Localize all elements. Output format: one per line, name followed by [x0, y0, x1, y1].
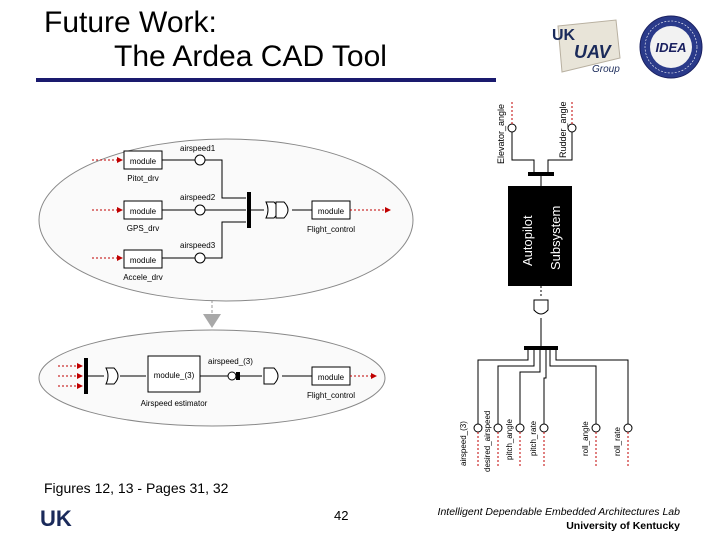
transform-arrow-icon	[203, 314, 221, 328]
input-airspeed-label: airspeed_(3)	[459, 421, 468, 466]
bottom-and-gate-icon	[263, 367, 279, 385]
estimator-label: module_(3)	[154, 371, 195, 380]
autopilot-title: Autopilot	[520, 215, 535, 266]
logo-idea-text: IDEA	[655, 40, 686, 55]
port-airspeed2-label: airspeed2	[180, 193, 216, 202]
title-underline	[36, 78, 496, 82]
port-roll-rate[interactable]	[623, 423, 633, 433]
footer-lab: Intelligent Dependable Embedded Architec…	[437, 506, 680, 518]
module-flight-control-top[interactable]: module Flight_control	[307, 200, 355, 234]
figure-caption: Figures 12, 13 - Pages 31, 32	[44, 480, 229, 496]
input-pitch-angle-label: pitch_angle	[505, 419, 514, 460]
top-bus-bar	[247, 192, 251, 228]
port-roll-angle[interactable]	[591, 423, 601, 433]
module-pitot-label: module	[130, 157, 157, 166]
module-accele-name: Accele_drv	[123, 273, 163, 282]
flight-control-bottom-label: module	[318, 373, 345, 382]
port-airspeed3[interactable]	[194, 252, 206, 264]
footer-credits: Intelligent Dependable Embedded Architec…	[438, 505, 680, 533]
output-elevator-label: Elevator_angle	[496, 104, 506, 164]
autopilot-input-gate-icon	[533, 299, 549, 315]
logo-uav-text: UAV	[574, 42, 613, 62]
title-line-1: Future Work:	[44, 6, 217, 39]
port-airspeed3-label: airspeed3	[180, 241, 216, 250]
port-airspeed-3[interactable]	[227, 371, 237, 381]
module-airspeed-estimator[interactable]: module_(3) Airspeed estimator	[141, 355, 208, 408]
footer-uk-text: UK	[40, 506, 72, 530]
estimator-name: Airspeed estimator	[141, 399, 208, 408]
module-gps-name: GPS_drv	[127, 224, 159, 233]
port-elevator-angle[interactable]	[507, 123, 517, 133]
idea-lab-logo: IDEA	[639, 15, 703, 79]
module-accele[interactable]: module Accele_drv airspeed3	[92, 241, 216, 282]
flight-control-top-label: module	[318, 207, 345, 216]
output-rudder-label: Rudder_angle	[558, 101, 568, 158]
port-pitch-rate[interactable]	[539, 423, 549, 433]
port-rudder-angle[interactable]	[567, 123, 577, 133]
top-diagram-ellipse	[38, 138, 414, 302]
title-line-2: The Ardea CAD Tool	[114, 40, 387, 73]
input-pitch-rate-label: pitch_rate	[529, 420, 538, 456]
port-desired-airspeed[interactable]	[493, 423, 503, 433]
module-gps-label: module	[130, 207, 157, 216]
port-airspeed1-label: airspeed1	[180, 144, 216, 153]
module-flight-control-bottom[interactable]: module Flight_control	[307, 366, 355, 400]
footer-uk-logo: UK	[40, 506, 72, 530]
input-roll-rate-label: roll_rate	[613, 427, 622, 456]
bottom-diagram-ellipse	[38, 329, 386, 427]
autopilot-input-bus	[524, 346, 558, 350]
page-number: 42	[334, 508, 349, 523]
flight-control-top-name: Flight_control	[307, 225, 355, 234]
input-desired-airspeed-label: desired_airspeed	[483, 411, 492, 472]
logo-group-text: Group	[592, 64, 620, 75]
input-roll-angle-label: roll_angle	[581, 421, 590, 456]
autopilot-subtitle: Subsystem	[548, 206, 563, 270]
port-airspeed-3-in[interactable]	[473, 423, 483, 433]
module-accele-label: module	[130, 256, 157, 265]
port-airspeed2[interactable]	[194, 204, 206, 216]
module-pitot-name: Pitot_drv	[127, 174, 159, 183]
port-airspeed-3-label: airspeed_(3)	[208, 357, 253, 366]
bottom-or-gate-icon	[105, 367, 119, 385]
module-pitot[interactable]: module Pitot_drv airspeed1	[92, 144, 216, 183]
flight-control-bottom-name: Flight_control	[307, 391, 355, 400]
footer-university: University of Kentucky	[566, 520, 680, 532]
port-pitch-angle[interactable]	[515, 423, 525, 433]
autopilot-subsystem[interactable]: Autopilot Subsystem	[508, 186, 572, 286]
uk-uav-group-logo: UK UAV Group	[552, 19, 621, 75]
logo-uk-text: UK	[552, 27, 576, 44]
slide-title: Future Work: The Ardea CAD Tool	[44, 6, 387, 74]
port-airspeed1[interactable]	[194, 154, 206, 166]
bottom-bus-bar	[84, 358, 88, 394]
